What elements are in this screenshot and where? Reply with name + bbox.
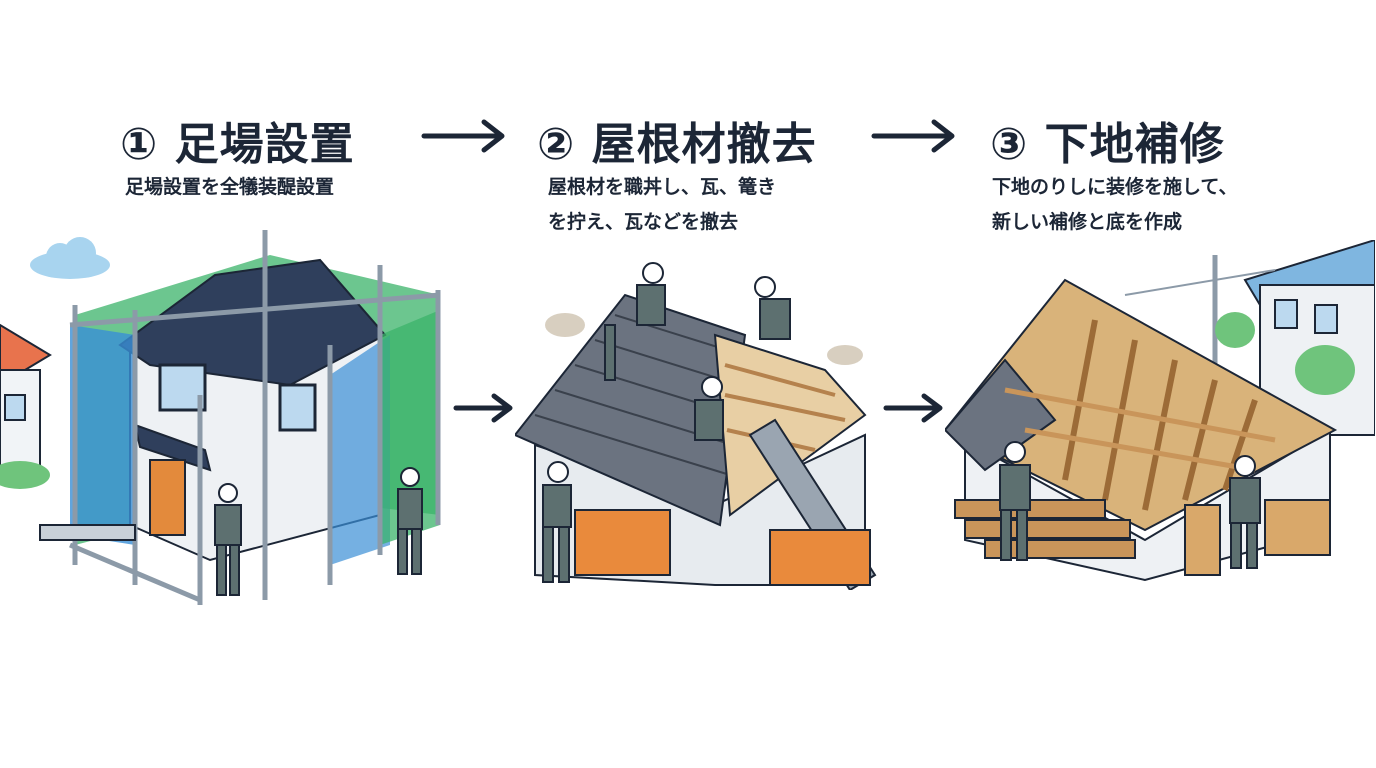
worker-icon <box>754 276 791 340</box>
header-arrow-2-icon <box>871 119 955 153</box>
neighbor-house-icon <box>0 323 52 481</box>
worker-icon <box>214 483 242 596</box>
step-3-title: ③ 下地補修 <box>990 119 1225 170</box>
step-1-description: 足場設置を全犠装醍設置 <box>125 170 334 205</box>
worker-icon <box>604 262 666 381</box>
roof-removal-illustration <box>515 262 877 590</box>
step-2-description: 屋根材を職丼し、瓦、篭き を拧え、瓦などを撤去 <box>548 170 776 240</box>
step-3-description-line-2: 新しい補修と底を作成 <box>992 211 1183 233</box>
step-1-description-line: 足場設置を全犠装醍設置 <box>125 176 335 198</box>
worker-icon <box>1229 455 1261 569</box>
base-repair-illustration <box>945 240 1375 582</box>
worker-icon <box>694 376 724 441</box>
step-2-description-line-2: を拧え、瓦などを撤去 <box>548 211 739 233</box>
worker-icon <box>542 461 572 583</box>
scaffolding-illustration <box>0 230 441 605</box>
middle-arrow-1-icon <box>453 393 513 423</box>
header-arrow-1-icon <box>421 119 505 153</box>
step-2-title: ② 屋根材撤去 <box>537 119 817 170</box>
step-3-description-line-1: 下地のりしに装修を施して、 <box>992 176 1238 198</box>
worker-icon <box>397 467 423 575</box>
cloud-icon <box>30 237 110 279</box>
step-2-description-line-1: 屋根材を職丼し、瓦、篭き <box>548 176 777 198</box>
step-1-title: ① 足場設置 <box>120 119 355 170</box>
utility-pole-icon <box>1124 255 1276 370</box>
middle-arrow-2-icon <box>883 393 943 423</box>
worker-icon <box>999 441 1031 561</box>
step-3-description: 下地のりしに装修を施して、 新しい補修と底を作成 <box>992 170 1237 240</box>
